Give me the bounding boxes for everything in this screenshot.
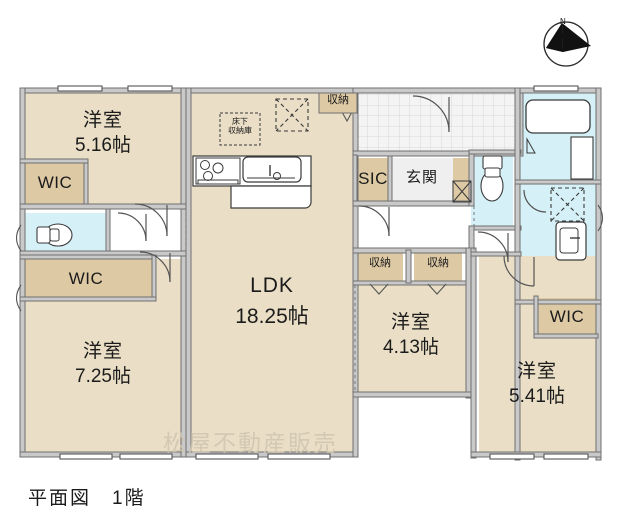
closet-label-wic-right: WIC: [549, 307, 585, 326]
entrance-label: 玄関: [405, 169, 438, 186]
room-label-bedroom-center-area: 4.13帖: [383, 337, 439, 358]
floor-fills: [24, 92, 597, 453]
room-label-bedroom-bottom-right-name: 洋室: [516, 361, 557, 382]
door-swings: [117, 95, 547, 287]
under-floor-storage-box: [219, 112, 261, 146]
room-label-bedroom-bottom-left-area: 7.25帖: [75, 366, 131, 387]
room-label-bedroom-top-left-area: 5.16帖: [75, 135, 131, 156]
under-floor-storage-label: 床下 収納庫: [228, 117, 252, 136]
washer-space: [550, 187, 585, 222]
room-label-bedroom-center-name: 洋室: [390, 312, 431, 333]
room-label-bedroom-top-left-name: 洋室: [82, 110, 123, 131]
watermark: 松屋不動産販売: [163, 430, 338, 456]
room-label-ldk-area: 18.25帖: [235, 305, 309, 328]
walls: [19, 87, 602, 461]
fixtures: [36, 92, 594, 295]
closet-label-sic: SIC: [358, 169, 388, 188]
closet-label-storage-center-1: 収納: [369, 257, 391, 269]
window-marks: [15, 85, 604, 460]
kitchen-storage-box: [318, 92, 358, 114]
bathtub: [525, 99, 594, 180]
closet-label-wic-top-left: WIC: [37, 173, 73, 192]
plan-caption: 平面図 1階: [28, 488, 146, 509]
svg-text:N: N: [560, 17, 566, 26]
folding-door-marks: [341, 111, 447, 295]
toilet-left: [36, 223, 73, 247]
room-label-bedroom-bottom-right-area: 5.41帖: [509, 386, 565, 407]
room-label-ldk-name: LDK: [250, 274, 294, 297]
kitchen-counter: [192, 155, 312, 209]
dashed-boundaries: [185, 200, 475, 392]
vanity-sink: [555, 221, 587, 261]
closet-label-storage-kitchen: 収納: [327, 94, 349, 106]
closet-label-wic-mid-left: WIC: [68, 269, 104, 288]
compass-icon: N: [543, 17, 591, 67]
ldk-dashed-square: [275, 98, 309, 132]
toilet-right: [480, 155, 504, 202]
shoe-cabinet: [452, 180, 472, 203]
closet-label-storage-center-2: 収納: [427, 257, 449, 269]
room-label-bedroom-bottom-left-name: 洋室: [82, 341, 123, 362]
